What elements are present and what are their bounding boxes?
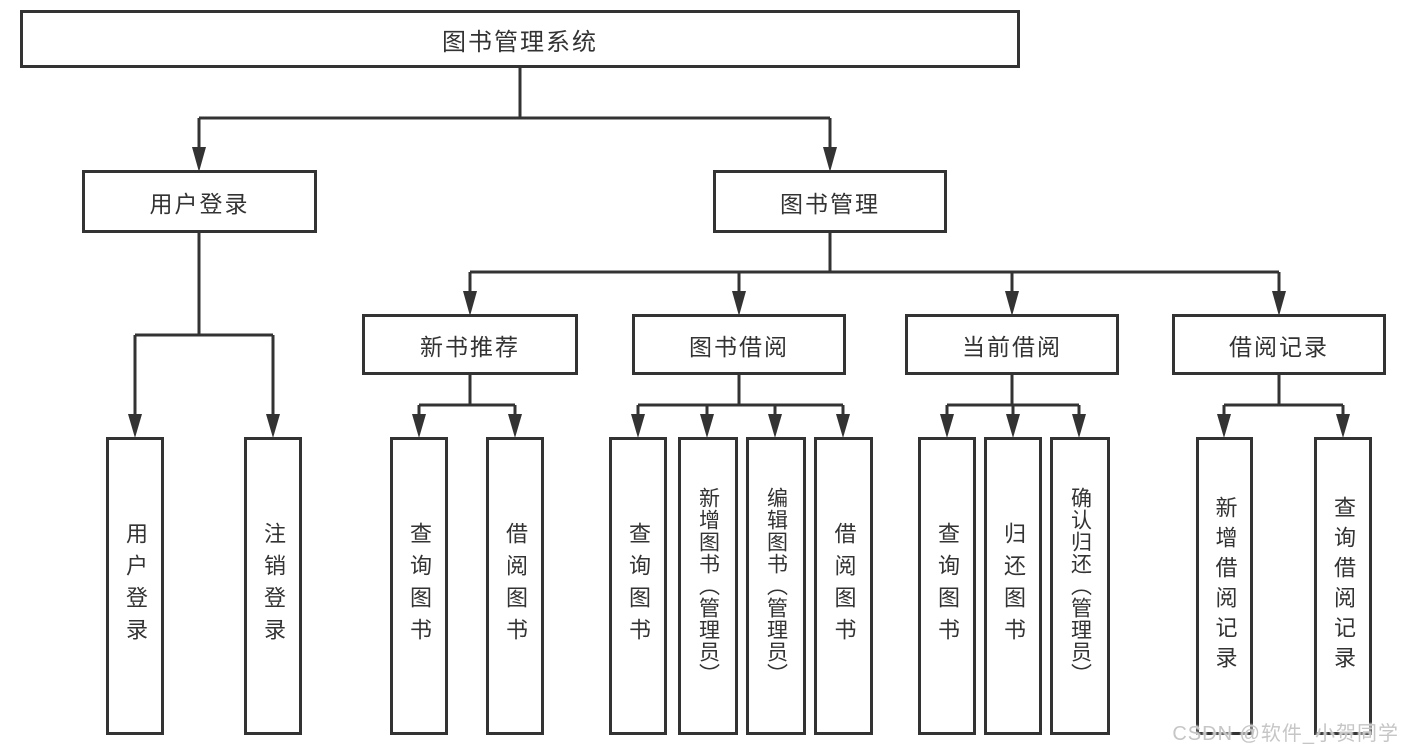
node-label: 注销登录: [261, 522, 286, 650]
node-label: 图书管理: [780, 190, 880, 217]
node-user-login: 用户登录: [82, 170, 317, 233]
node-label: 当前借阅: [962, 333, 1062, 360]
node-book-management: 图书管理: [713, 170, 947, 233]
node-label: 查询借阅记录: [1331, 496, 1356, 676]
node-label: 用户登录: [123, 522, 148, 650]
csdn-watermark: CSDN @软件_小贺同学: [1172, 723, 1399, 745]
node-label: 新书推荐: [420, 333, 520, 360]
node-current-borrowing: 当前借阅: [905, 314, 1119, 375]
leaf-borrow-books-borrowing: 借阅图书: [814, 437, 873, 735]
leaf-logout: 注销登录: [244, 437, 302, 735]
leaf-borrow-books-recommend: 借阅图书: [486, 437, 544, 735]
node-book-borrowing: 图书借阅: [632, 314, 846, 375]
node-label: 新增借阅记录: [1212, 496, 1238, 676]
leaf-return-book: 归还图书: [984, 437, 1042, 735]
node-book-management-system: 图书管理系统: [20, 10, 1020, 68]
leaf-query-books-recommend: 查询图书: [390, 437, 448, 735]
leaf-confirm-return-admin: 确认归还（管理员）: [1050, 437, 1110, 735]
leaf-add-book-admin: 新增图书（管理员）: [678, 437, 738, 735]
node-label: 借阅图书: [831, 522, 857, 650]
node-label: 借阅图书: [503, 522, 528, 650]
node-label: 归还图书: [1001, 522, 1026, 650]
leaf-add-borrow-record: 新增借阅记录: [1196, 437, 1253, 735]
node-label: 借阅记录: [1229, 333, 1329, 360]
leaf-user-login: 用户登录: [106, 437, 164, 735]
node-label: 图书管理系统: [442, 28, 598, 56]
node-label: 图书借阅: [689, 333, 789, 360]
node-label: 查询图书: [407, 522, 432, 650]
leaf-query-books-borrowing: 查询图书: [609, 437, 667, 735]
node-label: 查询图书: [626, 522, 651, 650]
node-label: 新增图书（管理员）: [696, 487, 720, 685]
node-borrowing-records: 借阅记录: [1172, 314, 1386, 375]
node-new-book-recommendation: 新书推荐: [362, 314, 578, 375]
node-label: 查询图书: [935, 522, 960, 650]
node-label: 用户登录: [149, 190, 250, 217]
leaf-query-books-current: 查询图书: [918, 437, 976, 735]
leaf-query-borrow-record: 查询借阅记录: [1314, 437, 1372, 735]
leaf-edit-book-admin: 编辑图书（管理员）: [746, 437, 806, 735]
node-label: 编辑图书（管理员）: [764, 487, 788, 685]
node-label: 确认归还（管理员）: [1068, 487, 1092, 685]
